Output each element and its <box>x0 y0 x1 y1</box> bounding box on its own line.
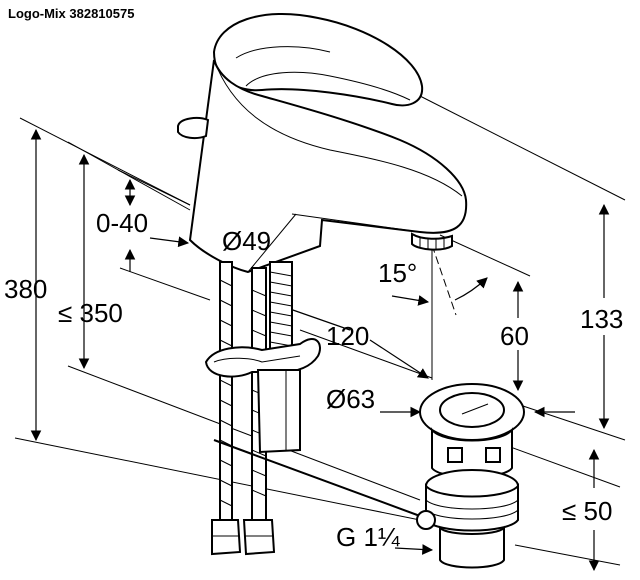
label-reach: 120 <box>326 321 369 351</box>
label-angle: 15° <box>378 258 417 288</box>
label-tap-height: 133 <box>580 304 623 334</box>
label-waste-depth: ≤ 50 <box>562 496 612 526</box>
label-adjust-range: 0-40 <box>96 208 148 238</box>
label-waste-dia: Ø63 <box>326 384 375 414</box>
label-height-total: 380 <box>4 274 47 304</box>
extension-lines <box>14 95 626 566</box>
label-spout-height: 60 <box>500 321 529 351</box>
label-height-max: ≤ 350 <box>58 298 123 328</box>
dimension-arrows <box>30 128 610 572</box>
faucet <box>177 13 468 274</box>
mounting-bracket <box>204 338 321 454</box>
supply-hoses <box>211 261 421 556</box>
product-title: Logo-Mix 382810575 <box>8 6 135 21</box>
pop-up-waste <box>416 383 525 569</box>
dimension-labels: 380 ≤ 350 0-40 Ø49 15° 120 60 133 Ø63 ≤ … <box>4 208 623 552</box>
label-thread: G 1¼ <box>336 522 400 552</box>
label-spout-dia: Ø49 <box>222 226 271 256</box>
